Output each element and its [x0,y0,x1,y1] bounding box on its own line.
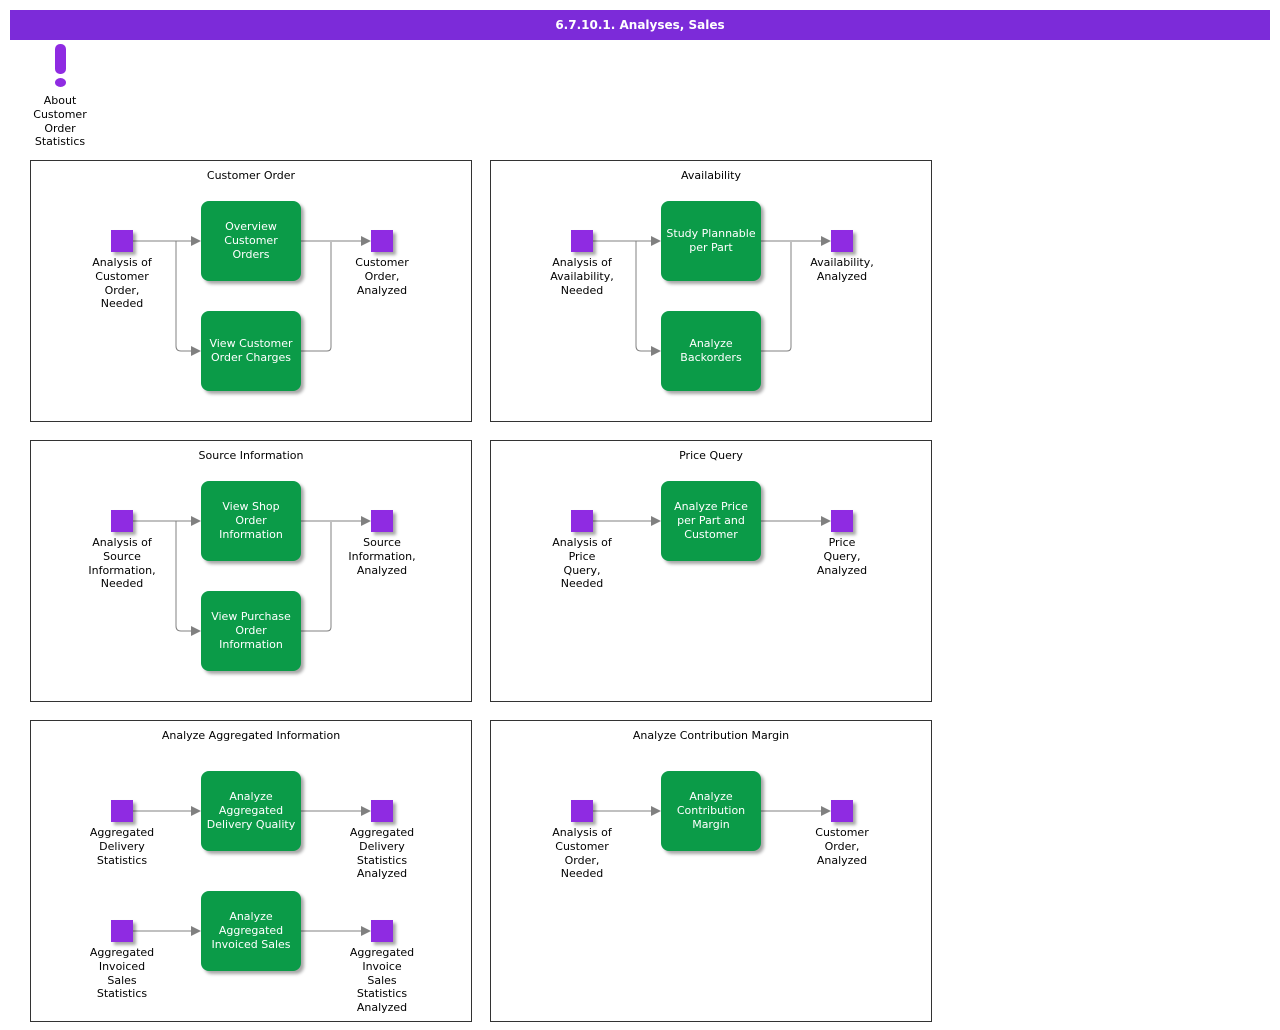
process-label: Analyze Contribution Margin [676,789,746,832]
exclamation-bar [54,44,66,74]
process-label: View Customer Order Charges [209,336,293,364]
process-label: Analyze Price per Part and Customer [674,499,748,542]
input-state-label: Analysis of Customer Order, Needed [552,826,612,881]
flow-arrows [593,516,831,526]
process-label: Study Plannable per Part [666,226,756,254]
process-label: Analyze Aggregated Delivery Quality [206,789,296,832]
process-view-purchase-order-information[interactable]: View Purchase Order Information [201,591,301,671]
input-state-icon [111,800,133,822]
input-state-icon [111,920,133,942]
output-state-icon [371,230,393,252]
output-state-icon [831,230,853,252]
panel-title: Availability [681,169,741,182]
process-overview-customer-orders[interactable]: Overview Customer Orders [201,201,301,281]
panel-title: Customer Order [206,169,296,182]
input-state-label: Analysis of Price Query, Needed [552,536,612,591]
process-view-shop-order-information[interactable]: View Shop Order Information [201,481,301,561]
process-label: Analyze Aggregated Invoiced Sales [211,909,291,952]
process-analyze-aggregated-delivery-quality[interactable]: Analyze Aggregated Delivery Quality [201,771,301,851]
about-link[interactable]: About Customer Order Statistics [10,44,110,149]
about-label: About Customer Order Statistics [33,94,87,149]
output-state-label: Aggregated Invoice Sales Statistics Anal… [349,946,415,1014]
process-analyze-backorders[interactable]: Analyze Backorders [661,311,761,391]
flow-arrows [133,236,371,356]
input-state-icon [571,510,593,532]
panel-availability: Availability Analysis of Availability, N… [490,160,932,422]
input-state-label: Aggregated Delivery Statistics [89,826,155,867]
input-state-label: Analysis of Customer Order, Needed [92,256,152,311]
panel-price-query: Price Query Analysis of Price Query, Nee… [490,440,932,702]
exclamation-icon [54,44,66,87]
process-view-customer-order-charges[interactable]: View Customer Order Charges [201,311,301,391]
process-label: Overview Customer Orders [224,219,278,262]
process-analyze-contribution-margin[interactable]: Analyze Contribution Margin [661,771,761,851]
input-state-icon [571,800,593,822]
panel-title: Price Query [679,449,743,462]
panel-analyze-contribution-margin: Analyze Contribution Margin Analysis of … [490,720,932,1022]
output-state-label: Aggregated Delivery Statistics Analyzed [349,826,415,881]
input-state-icon [111,510,133,532]
input-state-icon [571,230,593,252]
flow-arrows [133,516,371,636]
panel-title: Analyze Contribution Margin [632,729,790,742]
panel-analyze-aggregated-information: Analyze Aggregated Information Aggregate… [30,720,472,1022]
output-state-label: Customer Order, Analyzed [815,826,869,867]
output-state-label: Source Information, Analyzed [348,536,416,577]
output-state-icon [831,800,853,822]
process-study-plannable-per-part[interactable]: Study Plannable per Part [661,201,761,281]
output-state-icon [831,510,853,532]
input-state-label: Analysis of Source Information, Needed [88,536,156,591]
panel-title: Analyze Aggregated Information [161,729,341,742]
output-state-label: Customer Order, Analyzed [355,256,409,297]
flow-arrows [133,806,371,936]
process-label: View Shop Order Information [219,499,283,542]
input-state-icon [111,230,133,252]
panel-source-information: Source Information Analysis of Source In… [30,440,472,702]
page-title: 6.7.10.1. Analyses, Sales [555,18,725,32]
exclamation-dot [54,78,66,87]
output-state-icon [371,920,393,942]
input-state-label: Analysis of Availability, Needed [550,256,614,297]
output-state-icon [371,800,393,822]
panel-customer-order: Customer Order Analysis of Customer Orde… [30,160,472,422]
page-title-bar: 6.7.10.1. Analyses, Sales [10,10,1270,40]
output-state-icon [371,510,393,532]
output-state-label: Price Query, Analyzed [816,536,868,577]
input-state-label: Aggregated Invoiced Sales Statistics [89,946,155,1001]
process-analyze-aggregated-invoiced-sales[interactable]: Analyze Aggregated Invoiced Sales [201,891,301,971]
panel-title: Source Information [198,449,304,462]
flow-arrows [593,806,831,816]
process-analyze-price-per-part-and-customer[interactable]: Analyze Price per Part and Customer [661,481,761,561]
process-label: Analyze Backorders [680,336,742,364]
output-state-label: Availability, Analyzed [810,256,874,283]
process-label: View Purchase Order Information [211,609,291,652]
flow-arrows [593,236,831,356]
